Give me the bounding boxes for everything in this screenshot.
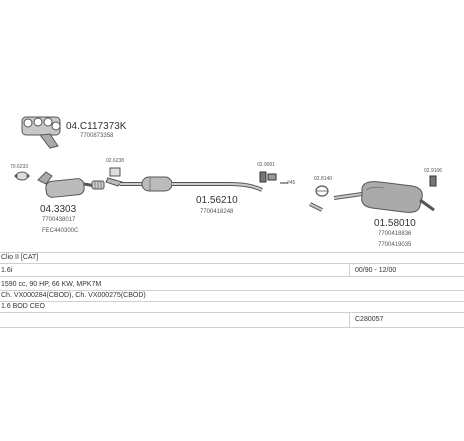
table-divider: [0, 290, 464, 291]
middle-pipe-part-number: 01.56210: [196, 195, 238, 206]
catalogue-code: C280057: [355, 316, 384, 323]
clamp-b[interactable]: [315, 185, 329, 197]
table-column-divider: [349, 312, 350, 327]
hanger-part-number: 02.9106: [424, 168, 442, 174]
gasket-a-part-number: 70.6233: [10, 164, 28, 170]
manifold-oe-number: 7700873358: [80, 133, 114, 139]
chassis-text: Ch. VX000284(CBOD), Ch. VX000275(CBOD): [1, 292, 146, 299]
middle-pipe-oe-number: 7700418248: [200, 209, 234, 215]
gasket-b-part-number: 02.6238: [106, 158, 124, 164]
hanger[interactable]: [429, 175, 437, 187]
rear-silencer-part-number: 01.58010: [374, 218, 416, 229]
connector-pipe[interactable]: [309, 202, 323, 212]
catalytic-converter[interactable]: [37, 171, 97, 198]
catalyst-oe-number-1: 7700438017: [42, 217, 76, 223]
table-divider: [0, 276, 464, 277]
catalyst-oe-number-2: FEC440300C: [42, 228, 79, 234]
date-range-text: 00/90 - 12/00: [355, 267, 397, 274]
manifold-part-number: 04.C117373K: [66, 121, 127, 132]
table-column-divider: [349, 263, 350, 276]
clamp-a[interactable]: [259, 171, 277, 183]
table-divider: [0, 263, 464, 264]
clamp-a-part-number: 02.9001: [257, 162, 275, 168]
spec-text: 1590 cc, 90 HP, 66 KW, MPK7M: [1, 281, 102, 288]
table-divider: [0, 327, 464, 328]
note-text: 1.6 BOD CEO: [1, 303, 45, 310]
exhaust-manifold[interactable]: [21, 116, 61, 149]
flex-pipe[interactable]: [91, 180, 105, 190]
middle-pipe[interactable]: [120, 176, 263, 192]
gasket-b[interactable]: [105, 167, 123, 187]
rear-silencer-oe-number-2: 7700419035: [378, 242, 412, 248]
table-divider: [0, 301, 464, 302]
table-divider: [0, 252, 464, 253]
rear-silencer-oe-number-1: 7700418836: [378, 231, 412, 237]
catalyst-part-number: 04.3303: [40, 204, 77, 215]
model-text: Clio II [CAT]: [1, 254, 39, 261]
engine-text: 1.6i: [1, 267, 13, 274]
gasket-a[interactable]: [14, 171, 30, 181]
clamp-b-part-number: 02.8140: [314, 176, 332, 182]
bolt-part-number: #45: [287, 180, 296, 186]
rear-silencer[interactable]: [333, 181, 435, 213]
table-divider: [0, 312, 464, 313]
